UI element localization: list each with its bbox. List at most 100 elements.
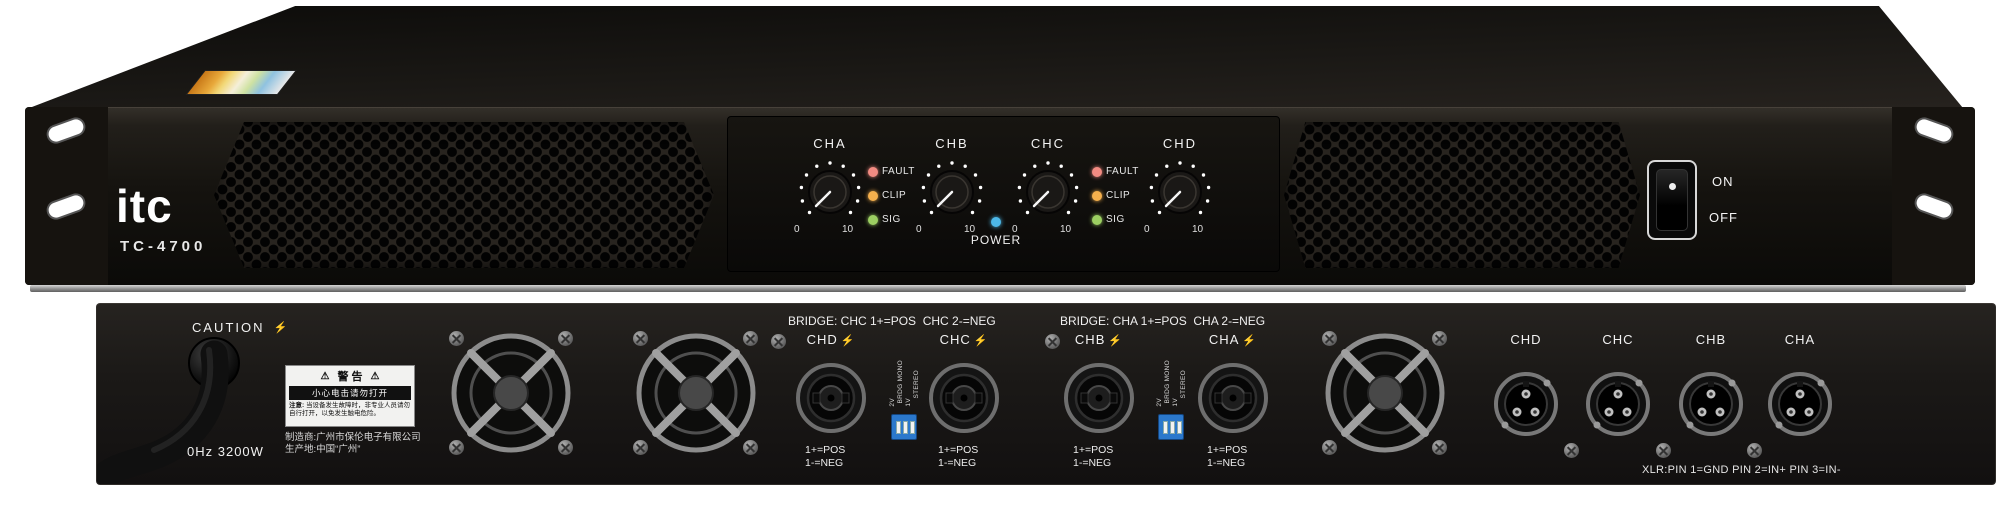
lightning-icon: ⚡ — [273, 322, 290, 334]
bridge-label-left: BRIDGE: CHC 1+=POS CHC 2-=NEG — [788, 314, 996, 328]
xlr-pinout-note: XLR:PIN 1=GND PIN 2=IN+ PIN 3=IN- — [1642, 464, 1841, 476]
xlr-label-chd: CHD — [1510, 332, 1542, 347]
rack-mount-hole — [1911, 114, 1957, 147]
dip-label-stereo: STEREO — [1180, 370, 1187, 399]
fan-grille-2 — [636, 333, 756, 453]
gain-knob-chb[interactable] — [915, 155, 989, 229]
speakon-connector-chb — [1064, 363, 1134, 433]
power-rating: 0Hz 3200W — [187, 444, 264, 459]
speakon-connector-chc — [929, 363, 999, 433]
led-fault-2: FAULT — [1092, 166, 1139, 177]
dip-toggle[interactable] — [903, 421, 908, 434]
bridge-label-right: BRIDGE: CHA 1+=POS CHA 2-=NEG — [1060, 314, 1266, 328]
certification-sticker-icon — [185, 70, 297, 95]
signal-led-icon — [1092, 214, 1102, 225]
fault-led-icon — [868, 166, 878, 177]
manufacturer-info: 制造商:广州市保伦电子有限公司 生产地:中国“广州” — [285, 432, 421, 455]
rack-ear-left — [25, 107, 108, 285]
scale-max: 10 — [842, 224, 854, 235]
led-clip-1: CLIP — [868, 190, 906, 201]
screw-icon — [1322, 440, 1337, 455]
rack-ear-right — [1892, 107, 1975, 285]
channel-label-chb: CHB — [935, 136, 969, 151]
warning-triangle-icon: ⚠ — [320, 370, 330, 382]
screw-icon — [558, 440, 573, 455]
dip-label-1v: 1V — [1172, 398, 1179, 407]
dip-toggle[interactable] — [1170, 421, 1175, 434]
lightning-icon: ⚡ — [973, 335, 989, 347]
warning-label: ⚠ 警 告 ⚠ 小心电击请勿打开 注意: 当设备发生故障时，非专业人员请勿自行打… — [285, 365, 415, 427]
chassis-top — [31, 6, 1963, 107]
gain-knob-chc[interactable] — [1011, 155, 1085, 229]
power-led-icon — [991, 217, 1001, 227]
fault-led-icon — [1092, 166, 1102, 177]
rack-mount-hole — [1911, 190, 1957, 223]
screw-icon — [449, 331, 464, 346]
scale-max: 10 — [1192, 224, 1204, 235]
dip-label-2v: 2V — [889, 398, 896, 407]
dip-toggle[interactable] — [896, 421, 901, 434]
dip-label-2v: 2V — [1156, 398, 1163, 407]
channel-label-cha: CHA — [813, 136, 847, 151]
ventilation-grille-right — [1284, 122, 1640, 268]
warning-bar: 小心电击请勿打开 — [289, 386, 411, 400]
warning-title: 警 告 — [337, 371, 363, 383]
fan-grille-3 — [1325, 333, 1445, 453]
screw-icon — [1432, 440, 1447, 455]
xlr-connector-chd — [1494, 372, 1558, 436]
dip-toggle[interactable] — [1177, 421, 1182, 434]
gain-knob-cha[interactable] — [793, 155, 867, 229]
screw-icon — [1045, 334, 1060, 349]
rack-mount-hole — [43, 114, 89, 147]
caution-label: CAUTION⚡ — [192, 320, 290, 335]
scale-min: 0 — [1144, 224, 1150, 235]
dip-toggle[interactable] — [1163, 421, 1168, 434]
signal-led-icon — [868, 214, 878, 225]
speakon-label-cha: CHA⚡ — [1208, 332, 1258, 347]
switch-off-label: OFF — [1709, 210, 1738, 225]
screw-icon — [1656, 443, 1671, 458]
rack-mount-hole — [43, 190, 89, 223]
lightning-icon: ⚡ — [1108, 335, 1124, 347]
speakon-connector-cha — [1198, 363, 1268, 433]
channel-label-chd: CHD — [1162, 136, 1198, 151]
dip-label-stereo: STEREO — [913, 370, 920, 399]
dip-switch-1[interactable] — [891, 414, 917, 440]
rocker[interactable] — [1656, 169, 1688, 231]
scale-min: 0 — [916, 224, 922, 235]
screw-icon — [558, 331, 573, 346]
led-sig-1: SIG — [868, 214, 901, 225]
power-label: POWER — [970, 233, 1022, 247]
power-switch[interactable] — [1647, 160, 1697, 240]
screw-icon — [743, 331, 758, 346]
screw-icon — [633, 440, 648, 455]
rear-panel: CAUTION⚡ ⚠ 警 告 ⚠ 小心电击请勿打开 注意: 当设备发生故障时，非… — [96, 303, 1996, 485]
dip-label-brdg-mono: BRDG MONO — [1164, 360, 1171, 404]
screw-icon — [1747, 443, 1762, 458]
brand-logo: itc — [116, 180, 173, 232]
gain-knob-chd[interactable] — [1143, 155, 1217, 229]
speakon-connector-chd — [796, 363, 866, 433]
screw-icon — [771, 334, 786, 349]
xlr-connector-chc — [1586, 372, 1650, 436]
ventilation-grille-left — [214, 122, 714, 268]
clip-led-icon — [1092, 190, 1102, 201]
model-number: TC-4700 — [120, 238, 207, 255]
led-fault-1: FAULT — [868, 166, 915, 177]
warning-note: 注意: 当设备发生故障时，非专业人员请勿自行打开，以免发生触电危险。 — [289, 402, 410, 417]
dip-label-1v: 1V — [905, 398, 912, 407]
screw-icon — [1432, 331, 1447, 346]
speakon-label-chc: CHC⚡ — [939, 332, 989, 347]
dip-toggle[interactable] — [910, 421, 915, 434]
xlr-label-chc: CHC — [1602, 332, 1634, 347]
fan-grille-1 — [451, 333, 571, 453]
xlr-connector-cha — [1768, 372, 1832, 436]
warning-title-row: ⚠ 警 告 ⚠ — [289, 368, 411, 384]
lightning-icon: ⚡ — [840, 335, 856, 347]
dip-switch-2[interactable] — [1158, 414, 1184, 440]
led-sig-2: SIG — [1092, 214, 1125, 225]
